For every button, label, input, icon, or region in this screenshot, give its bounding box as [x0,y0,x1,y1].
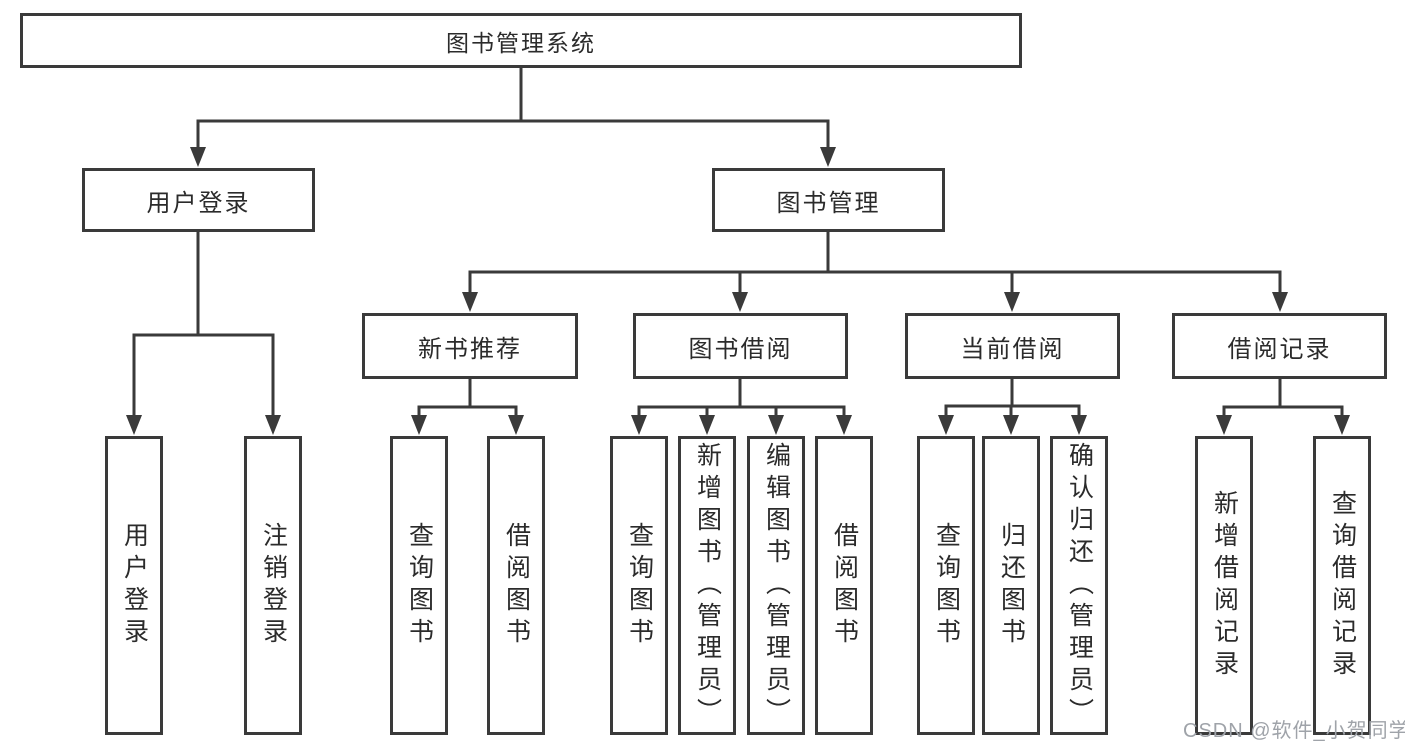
leaf-rec-query-book-label: 查询图书 [405,521,434,650]
csdn-watermark: CSDN @软件_小贺同学 [1183,720,1405,742]
leaf-borrow-edit-book-admin-label: 编辑图书（管理员） [762,441,791,730]
leaf-query-borrow-record: 查询借阅记录 [1313,436,1371,735]
leaf-cur-query-book-label: 查询图书 [932,521,961,650]
leaf-user-login-label: 用户登录 [120,521,149,650]
connector-records-to-leaves [1216,379,1350,435]
leaf-user-login: 用户登录 [105,436,163,735]
leaf-borrow-edit-book-admin: 编辑图书（管理员） [747,436,805,735]
node-library-management-system: 图书管理系统 [20,13,1022,68]
leaf-borrow-query-book: 查询图书 [610,436,668,735]
leaf-cur-confirm-return-admin: 确认归还（管理员） [1050,436,1108,735]
leaf-cur-confirm-return-admin-label: 确认归还（管理员） [1065,441,1094,730]
leaf-cur-return-book-label: 归还图书 [997,521,1026,650]
leaf-borrow-add-book-admin: 新增图书（管理员） [678,436,736,735]
leaf-borrow-add-book-admin-label: 新增图书（管理员） [693,441,722,730]
connector-bookborrow-to-leaves [631,379,852,435]
leaf-logout-label: 注销登录 [259,521,288,650]
leaf-cur-return-book: 归还图书 [982,436,1040,735]
node-book-borrowing: 图书借阅 [633,313,848,379]
connector-curborrow-to-leaves [938,379,1087,435]
node-current-borrowing: 当前借阅 [905,313,1120,379]
leaf-cur-query-book: 查询图书 [917,436,975,735]
leaf-borrow-borrow-book-label: 借阅图书 [830,521,859,650]
leaf-add-borrow-record-label: 新增借阅记录 [1210,489,1239,682]
leaf-rec-query-book: 查询图书 [390,436,448,735]
leaf-borrow-borrow-book: 借阅图书 [815,436,873,735]
leaf-add-borrow-record: 新增借阅记录 [1195,436,1253,735]
leaf-rec-borrow-book-label: 借阅图书 [502,521,531,650]
connector-root-to-level2 [190,67,836,167]
node-user-login: 用户登录 [82,168,315,232]
node-book-management: 图书管理 [712,168,945,232]
connector-bookmgmt-to-level3 [462,232,1288,312]
leaf-rec-borrow-book: 借阅图书 [487,436,545,735]
leaf-query-borrow-record-label: 查询借阅记录 [1328,489,1357,682]
connector-userlogin-to-leaves [126,232,281,435]
leaf-logout: 注销登录 [244,436,302,735]
node-new-book-recommendation: 新书推荐 [362,313,578,379]
leaf-borrow-query-book-label: 查询图书 [625,521,654,650]
node-borrowing-records: 借阅记录 [1172,313,1387,379]
connector-newbook-to-leaves [411,379,524,435]
